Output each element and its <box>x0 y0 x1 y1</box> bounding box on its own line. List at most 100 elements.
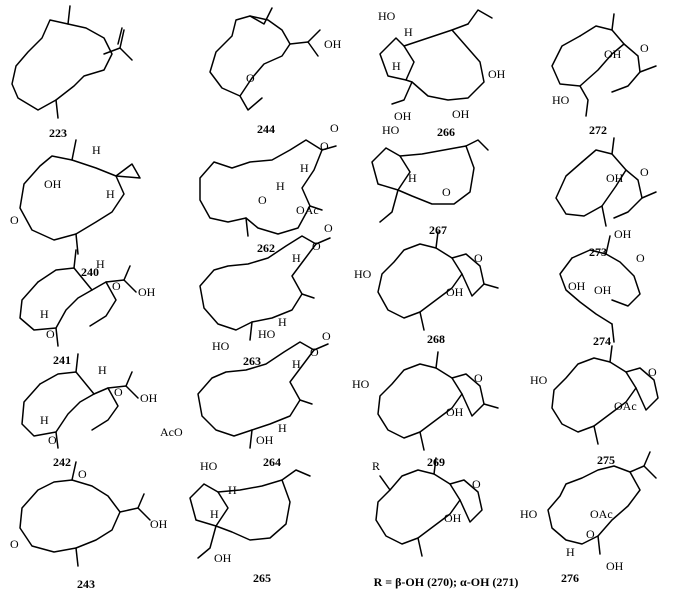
atom-label: OAc <box>296 203 319 217</box>
compound-label: 262 <box>257 241 275 255</box>
atom-label: O <box>114 385 123 399</box>
atom-label: OAc <box>590 507 613 521</box>
compound-label: 267 <box>429 223 447 237</box>
atom-label: H <box>276 179 285 193</box>
atom-label: H <box>40 307 49 321</box>
atom-label: R <box>372 459 380 473</box>
atom-label: H <box>278 421 287 435</box>
compound-274: O OH OH 274 <box>559 235 645 348</box>
atom-label: H <box>292 357 301 371</box>
atom-label: OH <box>214 551 232 565</box>
atom-label: O <box>330 121 339 135</box>
atom-label: O <box>324 221 333 235</box>
compound-label: 265 <box>253 571 271 585</box>
atom-label: H <box>292 251 301 265</box>
atom-label: OH <box>324 37 342 51</box>
atom-label: OH <box>256 433 274 447</box>
atom-label: O <box>312 239 321 253</box>
atom-label: H <box>210 507 219 521</box>
atom-label: O <box>10 213 19 227</box>
atom-label: O <box>112 279 121 293</box>
atom-label: OH <box>488 67 506 81</box>
atom-label: H <box>404 25 413 39</box>
atom-label: O <box>48 433 57 447</box>
atom-label: H <box>408 171 417 185</box>
compound-label: 272 <box>589 123 607 137</box>
compound-264: H O O AcO OH H <box>160 329 331 449</box>
compound-244: OH O 244 <box>209 7 342 136</box>
atom-label: HO <box>520 507 538 521</box>
compound-243: O OH O 243 <box>10 461 168 591</box>
compound-269: HO O OH 269 <box>352 351 499 469</box>
atom-label: OH <box>452 107 470 121</box>
compound-label: 223 <box>49 126 67 140</box>
compound-265: HO H H OH <box>189 459 311 565</box>
compound-241: H O OH H O 241 <box>19 249 156 367</box>
atom-label: OAc <box>614 399 637 413</box>
compound-272: O OH HO 272 <box>551 13 657 137</box>
atom-label: O <box>320 139 329 153</box>
atom-label: OH <box>446 405 464 419</box>
atom-label: O <box>636 251 645 265</box>
compound-label: 244 <box>257 122 275 136</box>
compound-268: HO O OH 268 <box>354 231 499 346</box>
atom-label: O <box>322 329 331 343</box>
atom-label: H <box>392 59 401 73</box>
atom-label: OH <box>446 285 464 299</box>
atom-label: OH <box>614 227 632 241</box>
compound-label: 243 <box>77 577 95 591</box>
atom-label: OH <box>138 285 156 299</box>
compound-label: 263 <box>243 354 261 368</box>
compound-label: 275 <box>597 453 615 467</box>
atom-label: HO <box>212 339 230 353</box>
atom-label: O <box>258 193 267 207</box>
atom-label: OH <box>394 109 412 123</box>
atom-label: O <box>310 345 319 359</box>
compound-275: HO O OAc 275 <box>530 345 659 467</box>
compound-242: H O OH H O 242 <box>21 353 158 469</box>
compound-label: 276 <box>561 571 579 585</box>
atom-label: OH <box>594 283 612 297</box>
compound-266: HO H H OH OH OH 266 <box>378 9 506 139</box>
atom-label: HO <box>552 93 570 107</box>
atom-label: O <box>472 477 481 491</box>
atom-label: HO <box>200 459 218 473</box>
atom-label: H <box>106 187 115 201</box>
compound-263: H O O HO HO H 263 <box>199 221 333 368</box>
atom-label: OH <box>44 177 62 191</box>
compound-270: R O OH <box>372 457 483 557</box>
compound-262: O O H H O OAc 262 <box>199 121 339 255</box>
compound-223: 223 <box>11 5 133 140</box>
compound-label: 242 <box>53 455 71 469</box>
atom-label: O <box>10 537 19 551</box>
compound-label: 274 <box>593 334 611 348</box>
compound-label: 240 <box>81 265 99 279</box>
atom-label: HO <box>530 373 548 387</box>
compound-label: 241 <box>53 353 71 367</box>
atom-label: HO <box>354 267 372 281</box>
atom-label: OH <box>606 559 624 573</box>
atom-label: OH <box>140 391 158 405</box>
atom-label: OH <box>606 171 624 185</box>
atom-label: OH <box>444 511 462 525</box>
compound-267: HO H O 267 <box>371 123 489 237</box>
atom-label: H <box>98 363 107 377</box>
atom-label: O <box>442 185 451 199</box>
atom-label: AcO <box>160 425 183 439</box>
atom-label: OH <box>150 517 168 531</box>
atom-label: H <box>96 257 105 271</box>
compound-240: H OH H O 240 <box>10 139 141 279</box>
atom-label: O <box>78 467 87 481</box>
atom-label: O <box>648 365 657 379</box>
compound-276: HO OAc O H OH 276 <box>520 451 657 585</box>
atom-label: OH <box>568 279 586 293</box>
compound-label: 264 <box>263 455 281 469</box>
atom-label: HO <box>352 377 370 391</box>
atom-label: O <box>474 251 483 265</box>
atom-label: O <box>46 327 55 341</box>
compound-label: 266 <box>437 125 455 139</box>
atom-label: O <box>640 41 649 55</box>
atom-label: O <box>586 527 595 541</box>
